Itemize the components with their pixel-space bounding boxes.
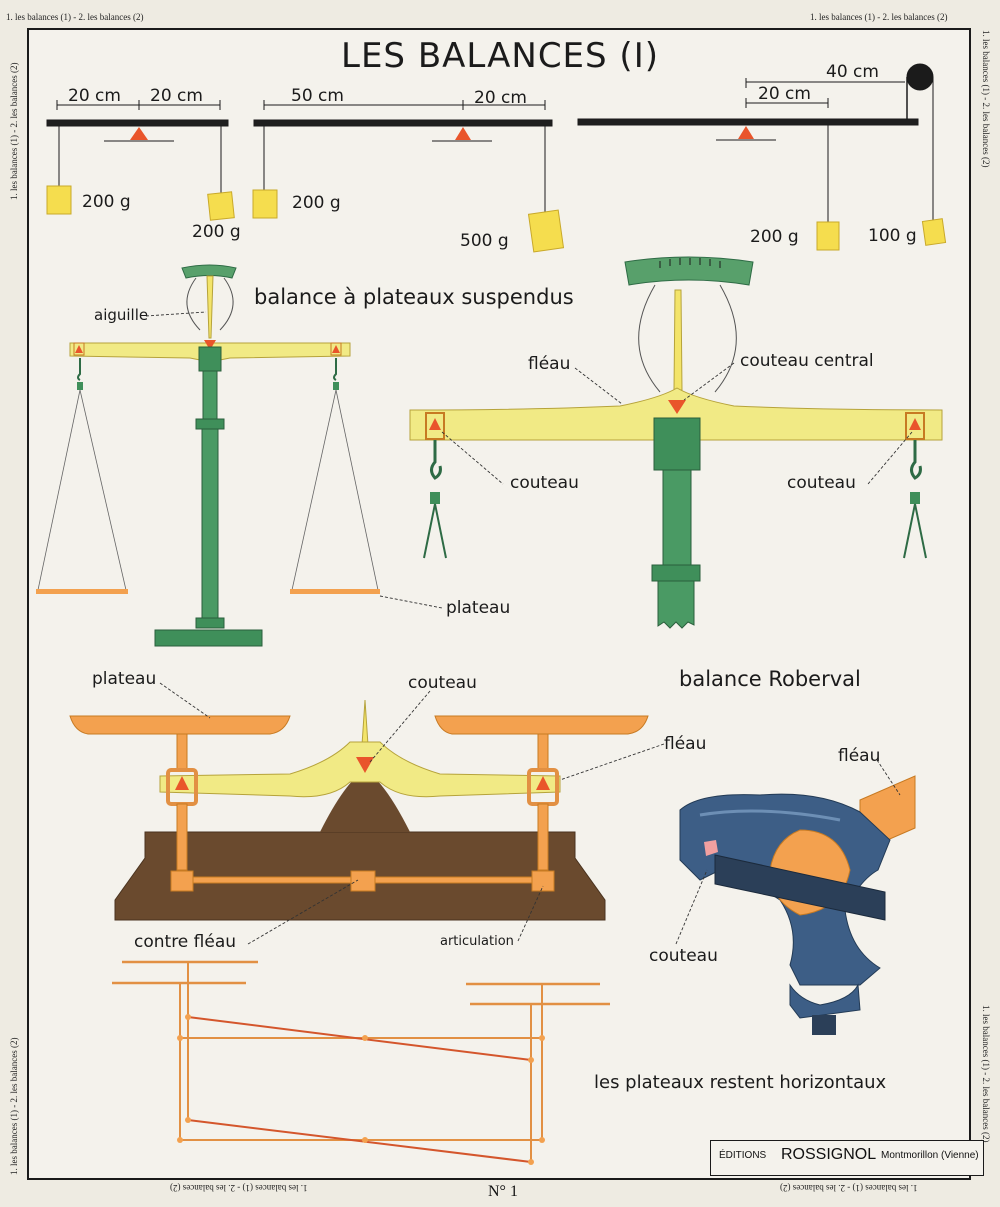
label-aiguille: aiguille	[94, 306, 149, 324]
lever-3-long-distance: 40 cm	[826, 62, 879, 82]
lever-1-left-distance: 20 cm	[68, 86, 121, 106]
lever-1-right-distance: 20 cm	[150, 86, 203, 106]
weight-block	[816, 221, 840, 251]
weight-block	[921, 218, 947, 246]
leader-lines	[145, 311, 913, 945]
label-couteau-roberval: couteau	[408, 673, 477, 693]
lever-3-fulcrum	[738, 126, 754, 139]
lever-3-mass-a: 200 g	[750, 227, 799, 247]
weight-block	[207, 191, 235, 221]
lever-2-bar	[253, 119, 553, 127]
lever-3-mass-b: 100 g	[868, 226, 917, 246]
label-couteau-right: couteau	[787, 473, 856, 493]
lever-1-bar	[46, 119, 229, 127]
lever-1-right-mass: 200 g	[192, 222, 241, 242]
parallelogram-diagram	[112, 960, 610, 1165]
pan-left	[36, 589, 128, 594]
weight-block	[252, 189, 278, 219]
label-plateau-roberval: plateau	[92, 669, 157, 689]
suspended-balance-large	[409, 256, 943, 629]
lever-2-fulcrum	[455, 127, 471, 140]
lever-1	[46, 100, 235, 221]
suspended-balance-small	[36, 264, 380, 647]
label-plateau-suspended: plateau	[446, 598, 511, 618]
knife-edge-detail	[679, 775, 916, 1035]
edge-caption-top-right: 1. les balances (1) - 2. les balances (2…	[810, 12, 948, 22]
pan-right	[290, 589, 380, 594]
publisher-name: ROSSIGNOL	[781, 1146, 877, 1163]
pulley-wheel	[906, 63, 934, 91]
poster-frame	[27, 28, 971, 1180]
weight-block	[527, 209, 565, 253]
weight-block	[46, 185, 72, 215]
edge-caption-top-left: 1. les balances (1) - 2. les balances (2…	[6, 12, 144, 22]
suspended-balance-title: balance à plateaux suspendus	[254, 285, 574, 309]
horizontal-note: les plateaux restent horizontaux	[594, 1072, 887, 1093]
publisher-prefix: ÉDITIONS	[719, 1150, 767, 1161]
plate-number: N° 1	[488, 1183, 518, 1200]
lever-3-short-distance: 20 cm	[758, 84, 811, 104]
lever-1-left-mass: 200 g	[82, 192, 131, 212]
label-couteau-detail: couteau	[649, 946, 718, 966]
roberval-title: balance Roberval	[679, 667, 861, 691]
label-fleau-suspended: fléau	[528, 354, 571, 374]
lever-3-bar	[577, 118, 919, 126]
label-contre-fleau: contre fléau	[134, 932, 237, 952]
lever-2-right-mass: 500 g	[460, 231, 509, 251]
lever-2-right-distance: 20 cm	[474, 88, 527, 108]
lever-2	[252, 100, 565, 253]
label-fleau-detail: fléau	[838, 746, 881, 766]
publisher-box: ÉDITIONS ROSSIGNOL Montmorillon (Vienne)	[710, 1140, 984, 1176]
label-fleau-roberval: fléau	[664, 734, 707, 754]
publisher-place: Montmorillon (Vienne)	[881, 1150, 979, 1161]
lever-2-left-mass: 200 g	[292, 193, 341, 213]
lever-3	[577, 63, 947, 251]
label-couteau-left: couteau	[510, 473, 579, 493]
label-articulation: articulation	[440, 934, 514, 949]
poster-title: LES BALANCES (I)	[341, 36, 659, 76]
roberval-balance	[69, 699, 649, 921]
label-couteau-central: couteau central	[740, 351, 874, 371]
lever-2-left-distance: 50 cm	[291, 86, 344, 106]
lever-1-fulcrum	[130, 127, 148, 140]
